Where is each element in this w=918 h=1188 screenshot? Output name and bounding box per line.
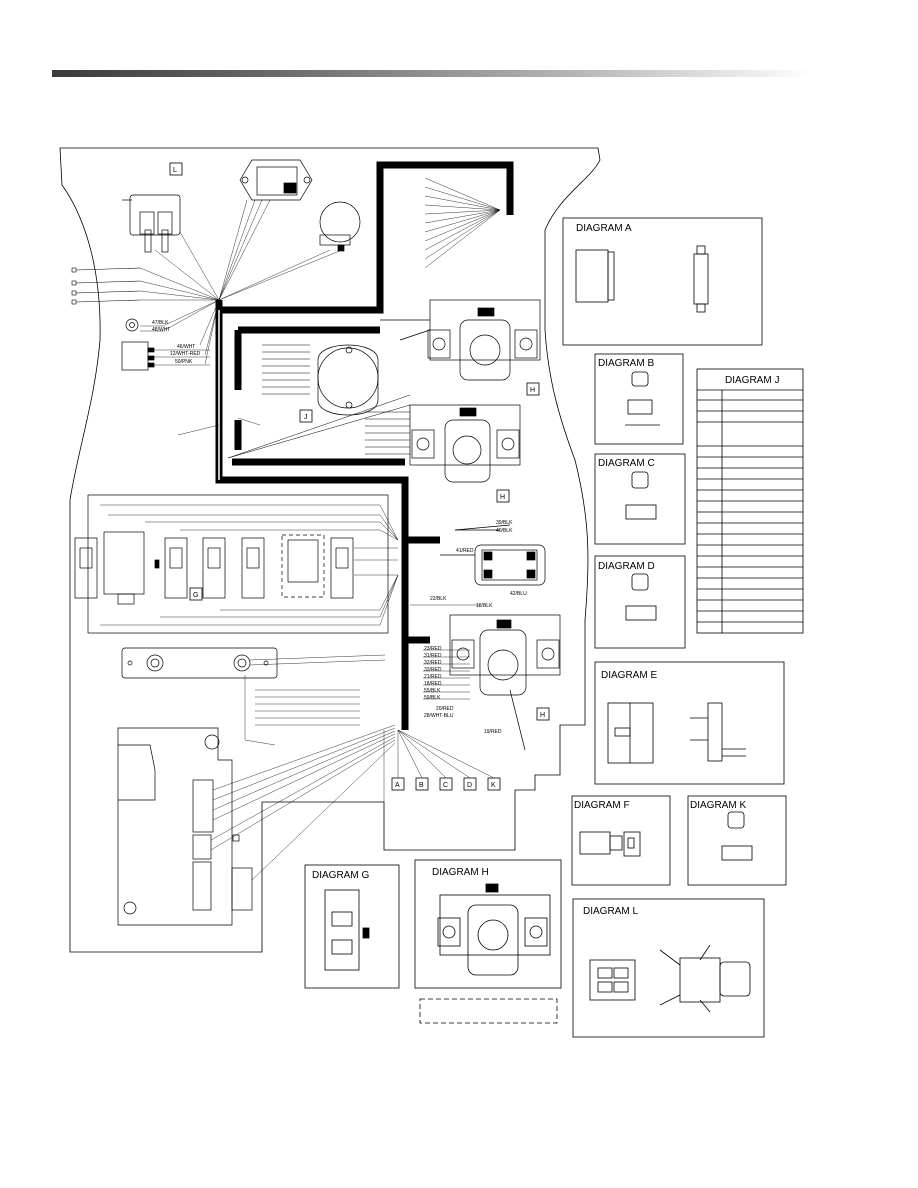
thin-wires-upper-left — [139, 199, 343, 366]
wire-label: 40/BLK — [496, 528, 513, 534]
key-switch — [121, 318, 155, 371]
diagram-d — [594, 555, 686, 649]
bus-bar-wires — [244, 654, 386, 746]
wire-label: 19/RED — [484, 729, 502, 735]
callout-c: C — [443, 782, 448, 789]
diagram-h-title: DIAGRAM H — [432, 867, 489, 878]
diagram-l-title: DIAGRAM L — [583, 906, 638, 917]
diagram-k-title: DIAGRAM K — [690, 800, 746, 811]
solenoid-middle — [409, 404, 521, 483]
wire-label: 21/RED — [424, 674, 442, 680]
wire-label: 50/PNK — [175, 359, 193, 365]
wire-label: 23/RED — [424, 646, 442, 652]
controller — [117, 727, 253, 926]
diagram-h — [414, 859, 562, 989]
key-switch-labels: 47/BLK 48/WHT 46/WHT 12/WHT-RED 50/PNK — [152, 320, 201, 365]
center-wire-bundles — [227, 344, 411, 459]
fuse-block — [440, 524, 546, 586]
wire-label: 48/WHT — [152, 327, 170, 333]
lower-solenoid-labels: 22/BLK 18/BLK 23/RED 31/RED 32/RED 33/RE… — [424, 596, 502, 735]
diagram-b-title: DIAGRAM B — [598, 358, 654, 369]
wire-label: 28/WHT-BLU — [424, 713, 454, 719]
callout-h: H — [530, 387, 535, 394]
horn-component — [319, 201, 361, 252]
connector-l — [122, 194, 181, 253]
wire-label: 18/RED — [424, 681, 442, 687]
diagram-j-title: DIAGRAM J — [725, 375, 779, 386]
dashed-note-box — [419, 998, 558, 1024]
diagram-d-title: DIAGRAM D — [598, 561, 655, 572]
callout-g: G — [193, 592, 198, 599]
wire-label: 32/RED — [424, 660, 442, 666]
wire-label: 20/RED — [436, 706, 454, 712]
diagram-a — [562, 217, 763, 346]
diagram-g — [304, 864, 400, 989]
callout-b: B — [419, 782, 424, 789]
diagram-j — [696, 368, 804, 634]
wire-label: 31/RED — [424, 653, 442, 659]
diagram-l — [572, 898, 765, 1038]
wire-label: 55/BLK — [424, 688, 441, 694]
wire-label: 33/RED — [424, 667, 442, 673]
lower-solenoid-wires — [410, 604, 480, 700]
solenoid-top — [380, 299, 541, 381]
left-terminals — [71, 267, 141, 305]
callout-l: L — [173, 167, 177, 174]
diagram-c-title: DIAGRAM C — [598, 458, 655, 469]
diagram-f — [571, 795, 671, 886]
solenoid-lower — [449, 614, 561, 751]
diagram-a-title: DIAGRAM A — [576, 223, 632, 234]
callout-d: D — [467, 782, 472, 789]
header-rule — [52, 70, 812, 77]
diagram-e — [594, 661, 785, 785]
callout-h: H — [500, 494, 505, 501]
wire-label: 42/BLU — [510, 591, 527, 597]
fuse-labels: 39/BLK 40/BLK 41/RED 42/BLU — [456, 520, 527, 597]
callout-a: A — [395, 782, 400, 789]
top-wire-fan — [424, 177, 501, 269]
wire-label: 39/BLK — [496, 520, 513, 526]
diagram-k — [687, 795, 787, 886]
wire-label: 12/WHT-RED — [170, 351, 201, 357]
relay-board — [74, 494, 389, 634]
left-leader-lines — [177, 417, 261, 436]
callouts: L J H H G H A B C D K — [169, 162, 550, 791]
wire-label: 18/BLK — [476, 603, 493, 609]
diagram-f-title: DIAGRAM F — [574, 800, 630, 811]
display-gauge — [239, 159, 313, 201]
wire-label: 47/BLK — [152, 320, 169, 326]
callout-k: K — [491, 782, 496, 789]
callout-j: J — [304, 414, 308, 421]
wire-label: 59/BLK — [424, 695, 441, 701]
diagram-e-title: DIAGRAM E — [601, 670, 657, 681]
motor — [317, 344, 379, 416]
diagram-g-title: DIAGRAM G — [312, 870, 369, 881]
vehicle-outline — [59, 147, 601, 953]
wire-label: 22/BLK — [430, 596, 447, 602]
connector-fan-bottom — [383, 729, 495, 802]
diagram-c — [594, 453, 686, 545]
wire-label: 41/RED — [456, 548, 474, 554]
wire-label: 46/WHT — [177, 344, 195, 350]
bus-bar — [121, 647, 278, 679]
diagram-b — [594, 353, 684, 445]
main-harness — [215, 161, 514, 730]
controller-wires — [210, 724, 396, 881]
relay-board-wires — [100, 504, 399, 626]
callout-h: H — [540, 712, 545, 719]
